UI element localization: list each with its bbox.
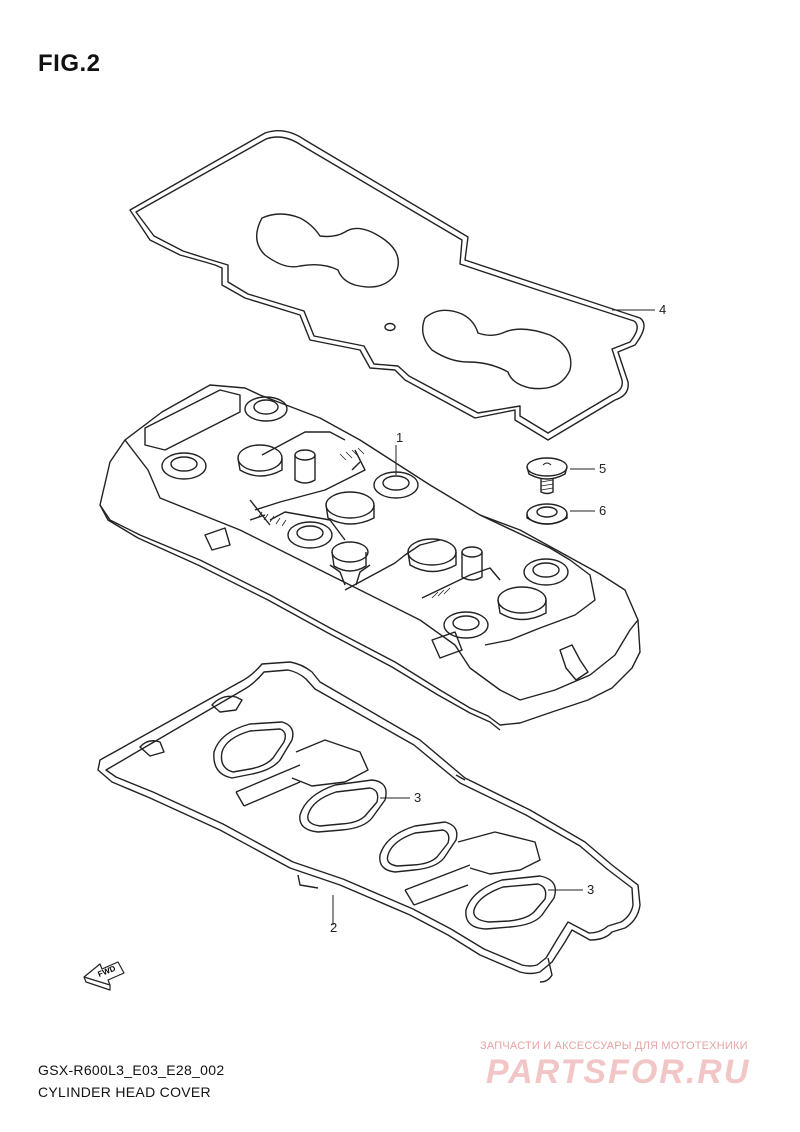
callout-5: 5: [599, 461, 607, 476]
cylinder-head-cover-part-1: [99, 384, 641, 731]
diagram-code: GSX-R600L3_E03_E28_002: [38, 1062, 225, 1078]
figure-title: FIG.2: [38, 50, 101, 77]
forward-direction-arrow: [83, 961, 125, 991]
callout-3-lower: 3: [587, 882, 595, 897]
gasket-plate-part-4: [129, 130, 645, 441]
fwd-label: FWD: [97, 964, 117, 979]
watermark-logo: PARTSFOR.RU: [486, 1053, 751, 1091]
callout-4: 4: [659, 302, 667, 317]
watermark-caption: ЗАПЧАСТИ И АКСЕССУАРЫ ДЛЯ МОТОТЕХНИКИ: [480, 1040, 748, 1052]
callout-1: 1: [396, 430, 404, 445]
bolt-part-5: [526, 457, 568, 495]
cover-gasket-part-2: [97, 661, 641, 983]
callout-6: 6: [599, 503, 607, 518]
diagram-name: CYLINDER HEAD COVER: [38, 1084, 211, 1100]
callout-2: 2: [330, 920, 338, 935]
plug-hole-gaskets-part-3: [213, 721, 557, 930]
callout-3-upper: 3: [414, 790, 422, 805]
washer-part-6: [526, 503, 568, 525]
